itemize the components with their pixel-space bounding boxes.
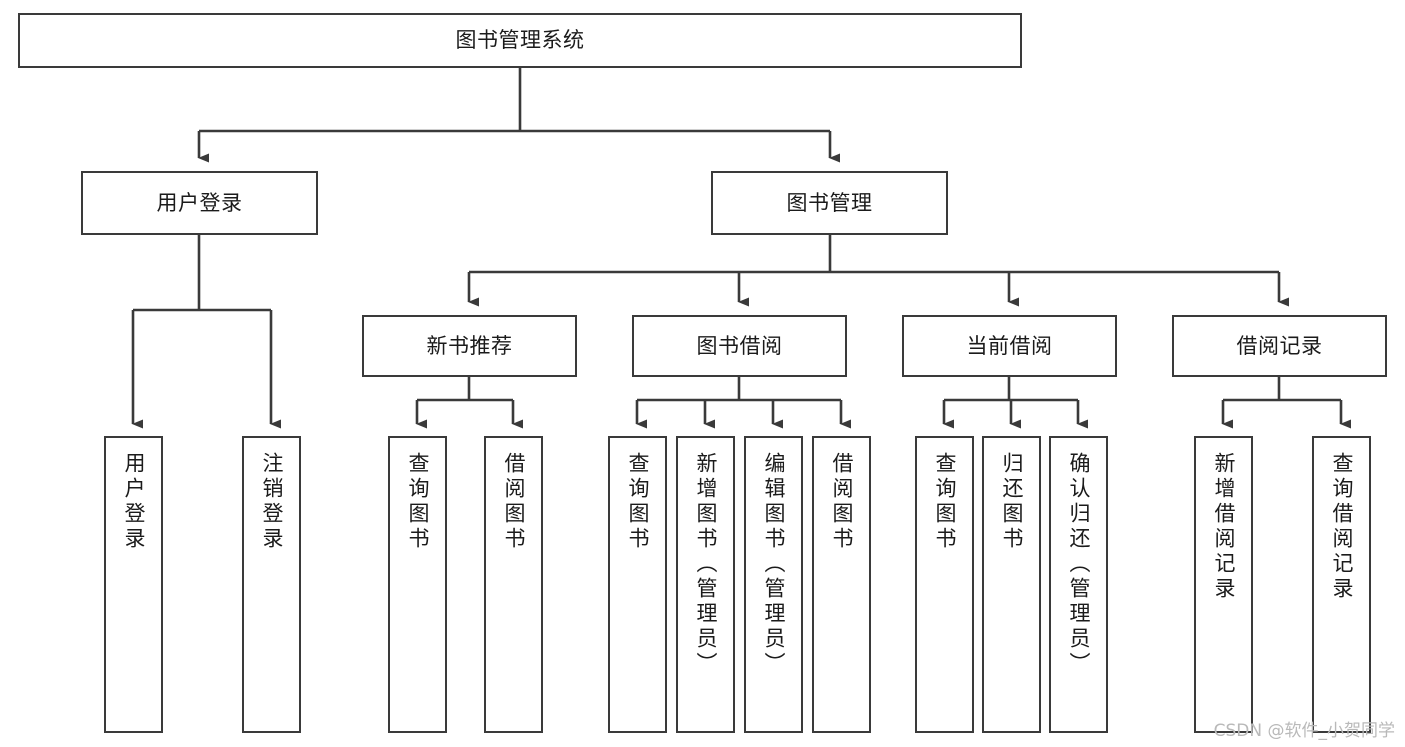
- node-leaf-book-borrow-edit[interactable]: 编辑图书（管理员）: [744, 436, 803, 733]
- node-leaf-current-borrow-confirm-label: 确认归还（管理员）: [1067, 452, 1091, 677]
- node-leaf-book-borrow-borrow[interactable]: 借阅图书: [812, 436, 871, 733]
- node-leaf-current-borrow-confirm[interactable]: 确认归还（管理员）: [1049, 436, 1108, 733]
- node-book-borrow-label: 图书借阅: [696, 333, 783, 358]
- node-leaf-borrow-record-query[interactable]: 查询借阅记录: [1312, 436, 1371, 733]
- node-leaf-new-book-borrow-label: 借阅图书: [502, 452, 526, 552]
- node-current-borrow[interactable]: 当前借阅: [902, 315, 1117, 377]
- node-leaf-new-book-query-label: 查询图书: [406, 452, 430, 552]
- node-current-borrow-label: 当前借阅: [966, 333, 1053, 358]
- node-leaf-book-borrow-add-label: 新增图书（管理员）: [694, 452, 718, 677]
- node-leaf-new-book-query[interactable]: 查询图书: [388, 436, 447, 733]
- node-leaf-user-login-logout[interactable]: 注销登录: [242, 436, 301, 733]
- node-leaf-book-borrow-add[interactable]: 新增图书（管理员）: [676, 436, 735, 733]
- node-leaf-user-login-login[interactable]: 用户登录: [104, 436, 163, 733]
- node-leaf-current-borrow-return[interactable]: 归还图书: [982, 436, 1041, 733]
- node-borrow-record[interactable]: 借阅记录: [1172, 315, 1387, 377]
- csdn-watermark: CSDN @软件_小贺同学: [1213, 721, 1395, 741]
- node-new-book-recommend-label: 新书推荐: [426, 333, 513, 358]
- node-book-management-label: 图书管理: [786, 190, 873, 215]
- node-leaf-borrow-record-query-label: 查询借阅记录: [1330, 452, 1354, 602]
- node-leaf-book-borrow-borrow-label: 借阅图书: [830, 452, 854, 552]
- node-leaf-book-borrow-edit-label: 编辑图书（管理员）: [762, 452, 786, 677]
- node-root-system-label: 图书管理系统: [455, 28, 585, 53]
- node-new-book-recommend[interactable]: 新书推荐: [362, 315, 577, 377]
- node-leaf-borrow-record-add-label: 新增借阅记录: [1212, 452, 1236, 602]
- node-leaf-current-borrow-query-label: 查询图书: [933, 452, 957, 552]
- node-user-login-label: 用户登录: [156, 190, 243, 215]
- node-book-management[interactable]: 图书管理: [711, 171, 948, 235]
- node-user-login[interactable]: 用户登录: [81, 171, 318, 235]
- node-borrow-record-label: 借阅记录: [1236, 333, 1323, 358]
- node-leaf-user-login-logout-label: 注销登录: [260, 452, 284, 552]
- node-leaf-user-login-login-label: 用户登录: [122, 452, 146, 552]
- node-leaf-book-borrow-query[interactable]: 查询图书: [608, 436, 667, 733]
- node-leaf-new-book-borrow[interactable]: 借阅图书: [484, 436, 543, 733]
- node-book-borrow[interactable]: 图书借阅: [632, 315, 847, 377]
- node-leaf-current-borrow-query[interactable]: 查询图书: [915, 436, 974, 733]
- node-root-system[interactable]: 图书管理系统: [18, 13, 1022, 68]
- node-leaf-borrow-record-add[interactable]: 新增借阅记录: [1194, 436, 1253, 733]
- node-leaf-current-borrow-return-label: 归还图书: [1000, 452, 1024, 552]
- node-leaf-book-borrow-query-label: 查询图书: [626, 452, 650, 552]
